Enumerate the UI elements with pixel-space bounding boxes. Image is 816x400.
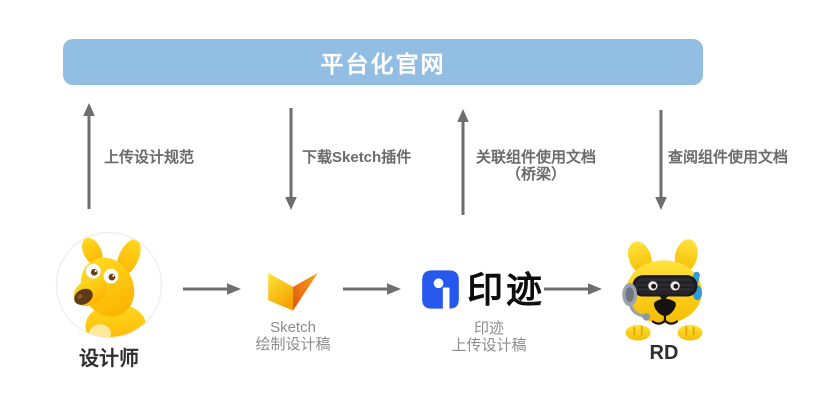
flow-link-component-docs-line1: 关联组件使用文档 — [475, 149, 596, 166]
flow-link-component-docs-line2: （桥梁） — [505, 166, 566, 183]
yinji-node-action: 上传设计稿 — [451, 337, 527, 354]
sketch-plugin-logo-icon — [268, 272, 318, 311]
flow-link-component-docs-label: 关联组件使用文档 （桥梁） — [470, 149, 602, 183]
yinji-logo-lockup: 印迹 — [421, 269, 545, 310]
rd-node-label: RD — [649, 342, 679, 364]
sketch-node-name: Sketch — [270, 319, 316, 336]
sketch-node-caption: Sketch 绘制设计稿 — [233, 319, 353, 353]
up-arrow-icon — [457, 109, 469, 215]
right-arrow-icon — [183, 283, 241, 295]
flow-download-sketch-plugin-label: 下载Sketch插件 — [302, 149, 412, 166]
right-arrow-icon — [343, 283, 401, 295]
yinji-logo-icon — [422, 270, 459, 310]
designer-kangaroo-avatar-icon — [55, 231, 163, 339]
rd-robot-kangaroo-icon — [622, 239, 703, 341]
yinji-logo-text: 印迹 — [467, 269, 546, 310]
sketch-node-action: 绘制设计稿 — [255, 336, 331, 353]
designer-node-label: 设计师 — [79, 348, 139, 370]
flow-view-component-docs-label: 查阅组件使用文档 — [668, 149, 789, 166]
up-arrow-icon — [83, 103, 95, 209]
down-arrow-icon — [285, 108, 297, 210]
platform-site-banner: 平台化官网 — [63, 39, 703, 85]
platform-site-banner-label: 平台化官网 — [320, 51, 446, 77]
yinji-node-name: 印迹 — [473, 320, 504, 337]
flow-upload-design-specs-label: 上传设计规范 — [104, 149, 195, 166]
right-arrow-icon — [544, 283, 602, 295]
down-arrow-icon — [655, 110, 667, 210]
yinji-node-caption: 印迹 上传设计稿 — [429, 320, 549, 354]
